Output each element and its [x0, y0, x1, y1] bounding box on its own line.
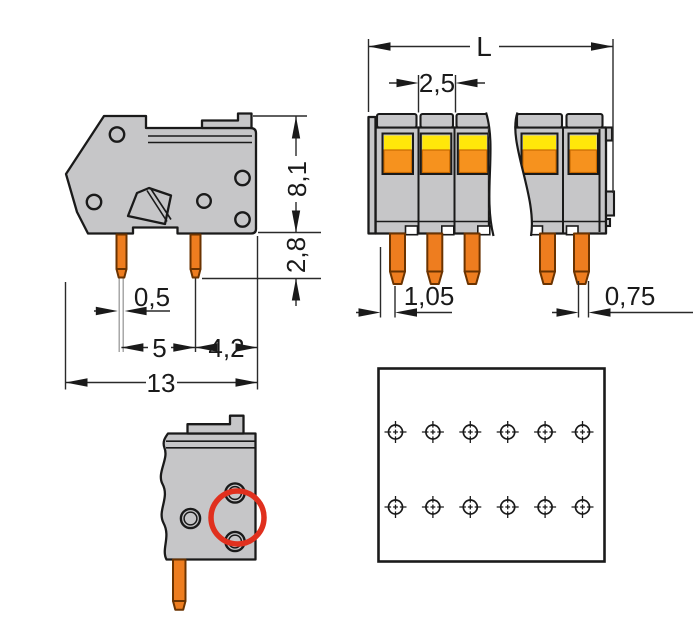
- drill-plan: [377, 367, 606, 563]
- dim-label-1-05: 1,05: [404, 281, 455, 311]
- detail-body: [159, 432, 257, 561]
- dim-wire-width: 0,5: [94, 282, 170, 316]
- dim-total-length: L: [367, 31, 614, 193]
- pole-cap: [419, 112, 455, 129]
- dim-pole-pitch: 2,5: [389, 68, 485, 113]
- solder-pin: [426, 232, 444, 285]
- pole-separators: [417, 127, 456, 234]
- dim-label-5: 5: [152, 333, 166, 363]
- solder-pin: [573, 232, 590, 285]
- wire-lines: [118, 278, 124, 352]
- solder-pin: [539, 232, 556, 285]
- dim-label-2-5: 2,5: [419, 68, 455, 98]
- dim-label-0-75: 0,75: [605, 281, 656, 311]
- foot-notch: [404, 225, 419, 236]
- dim-pin-length: 2,8: [202, 237, 321, 306]
- highlight-circle: [208, 488, 267, 547]
- clip-tab: [200, 112, 253, 130]
- solder-pin: [172, 558, 187, 611]
- solder-pin: [463, 232, 481, 285]
- front-view: L 2,5 1,05 0,75: [356, 31, 693, 318]
- clamp-window: [381, 132, 414, 175]
- mounting-hole: [85, 193, 103, 211]
- dim-pin-width: 0,75: [552, 281, 693, 318]
- solder-pin-left: [115, 233, 128, 279]
- clip-tab: [186, 414, 245, 435]
- foot-notch: [565, 225, 579, 236]
- detail-view: [159, 414, 267, 611]
- dim-label-8-1: 8,1: [282, 161, 312, 197]
- lever-cutout: [126, 186, 173, 226]
- side-view: 8,1 2,8 0,5 5 4,2: [64, 112, 321, 398]
- top-band-lines: [166, 440, 255, 449]
- clamp-window: [520, 132, 559, 175]
- dim-label-L: L: [476, 31, 492, 62]
- pole-cap: [455, 112, 491, 129]
- side-latch-tab: [604, 190, 616, 217]
- top-band-lines: [148, 135, 252, 144]
- dim-label-13: 13: [147, 368, 176, 398]
- pole-cap: [565, 112, 604, 129]
- drill-plan-border: [377, 367, 606, 563]
- mounting-hole: [108, 126, 126, 143]
- side-latch-tab: [604, 126, 614, 142]
- dim-housing-height: 8,1: [253, 115, 321, 234]
- dim-label-4-2: 4,2: [208, 333, 244, 363]
- foot-notch: [440, 225, 455, 236]
- break-edge: [514, 112, 533, 237]
- dim-label-0-5: 0,5: [134, 282, 170, 312]
- lever-slot-lines: [146, 188, 172, 222]
- mounting-hole: [195, 192, 212, 209]
- end-plate: [367, 115, 377, 235]
- mounting-hole: [234, 211, 251, 228]
- break-edge: [484, 112, 495, 237]
- pole-cap: [375, 112, 418, 129]
- mounting-hole: [179, 507, 202, 530]
- clamp-window: [567, 132, 599, 175]
- dim-total-depth: 13: [64, 236, 259, 398]
- dim-pin-spacing: 5: [121, 333, 196, 363]
- pole-cap: [515, 112, 564, 129]
- clamp-window: [456, 132, 490, 175]
- dim-edge-offset: 4,2: [195, 333, 258, 363]
- break-gap: [484, 110, 532, 238]
- solder-pin: [389, 232, 406, 285]
- side-latch-tab: [604, 217, 612, 228]
- mounting-hole: [234, 169, 251, 187]
- dim-label-2-8: 2,8: [281, 237, 311, 273]
- clamp-window: [419, 132, 453, 175]
- dim-pin-offset: 1,05: [356, 247, 454, 318]
- foot-notch: [476, 225, 491, 236]
- pole-separators: [562, 127, 601, 234]
- solder-pin-right: [189, 233, 202, 279]
